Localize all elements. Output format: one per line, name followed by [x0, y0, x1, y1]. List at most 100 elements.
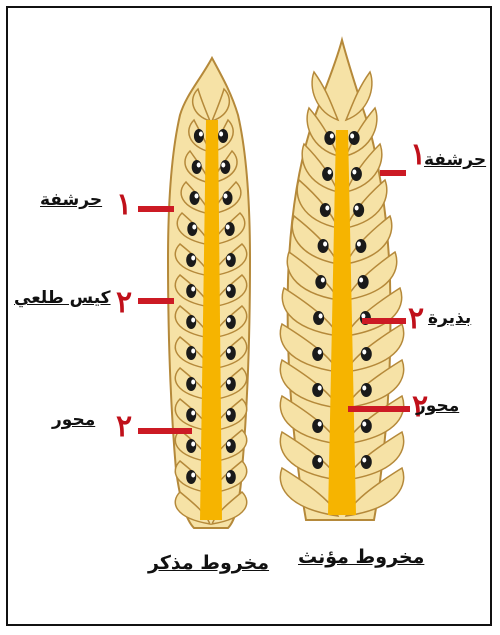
pollen-sac-highlight: [221, 163, 225, 168]
pollen-sac: [186, 315, 196, 329]
pollen-sac: [186, 408, 196, 422]
pollen-sac-highlight: [227, 380, 231, 385]
pollen-sac: [226, 253, 236, 267]
ovule-highlight: [357, 242, 361, 247]
pollen-sac-highlight: [219, 132, 223, 137]
male-cone: [168, 58, 250, 528]
pollen-sac-highlight: [227, 256, 231, 261]
pollen-sac-highlight: [227, 473, 231, 478]
pollen-sac-highlight: [191, 256, 195, 261]
ovule: [312, 455, 323, 469]
pollen-sac: [226, 346, 236, 360]
ovule: [361, 455, 372, 469]
pollen-sac-highlight: [191, 349, 195, 354]
female-cone: [280, 40, 403, 520]
label-male-scale: حرشفة: [40, 190, 102, 210]
pollen-sac-highlight: [191, 318, 195, 323]
ovule-highlight: [355, 206, 359, 211]
pointer-line-male-pollen-sac: [138, 298, 174, 304]
ovule-highlight: [330, 134, 334, 139]
ovule: [349, 131, 360, 145]
ovule-highlight: [328, 170, 332, 175]
pollen-sac: [220, 160, 230, 174]
pollen-sac: [192, 160, 202, 174]
pollen-sac-highlight: [226, 225, 230, 230]
ovule: [322, 167, 333, 181]
pollen-sac: [226, 408, 236, 422]
pollen-sac: [186, 346, 196, 360]
ovule-highlight: [350, 134, 354, 139]
pollen-sac: [190, 191, 200, 205]
male-cone-title: مخروط مذكر: [148, 552, 269, 574]
ovule: [318, 239, 329, 253]
ovule-highlight: [352, 170, 356, 175]
pollen-sac: [226, 377, 236, 391]
pollen-sac-highlight: [191, 442, 195, 447]
ovule: [361, 419, 372, 433]
pollen-sac: [218, 129, 228, 143]
label-female-ovule: بذيرة: [428, 308, 471, 328]
pollen-sac-highlight: [191, 473, 195, 478]
number-male-scale: ١: [116, 190, 132, 220]
number-female-ovule: ٢: [408, 304, 424, 334]
ovule-highlight: [318, 350, 322, 355]
ovule: [312, 347, 323, 361]
ovule-highlight: [362, 386, 366, 391]
pollen-sac-highlight: [227, 411, 231, 416]
pollen-sac: [226, 470, 236, 484]
pointer-line-female-axis: [348, 406, 410, 412]
ovule-highlight: [318, 422, 322, 427]
pollen-sac-highlight: [191, 380, 195, 385]
pollen-sac-highlight: [192, 225, 196, 230]
ovule: [361, 347, 372, 361]
pointer-line-female-scale: [380, 170, 406, 176]
pollen-sac: [186, 253, 196, 267]
pollen-sac: [186, 284, 196, 298]
ovule: [312, 419, 323, 433]
label-female-axis: محور: [416, 396, 459, 416]
pollen-sac-highlight: [227, 442, 231, 447]
ovule: [358, 275, 369, 289]
pollen-sac: [225, 222, 235, 236]
pollen-sac: [226, 439, 236, 453]
ovule: [312, 383, 323, 397]
pollen-sac-highlight: [197, 163, 201, 168]
pollen-sac-highlight: [191, 287, 195, 292]
ovule-highlight: [359, 278, 363, 283]
label-male-axis: محور: [52, 410, 95, 430]
pointer-line-female-ovule: [362, 318, 406, 324]
ovule: [361, 383, 372, 397]
female-cone-title: مخروط مؤنث: [298, 546, 424, 568]
number-male-pollen-sac: ٢: [116, 288, 132, 318]
pollen-sac: [186, 470, 196, 484]
ovule: [320, 203, 331, 217]
ovule-highlight: [362, 350, 366, 355]
ovule-highlight: [361, 314, 365, 319]
pollen-sac: [194, 129, 204, 143]
pollen-sac-highlight: [191, 411, 195, 416]
ovule-highlight: [318, 458, 322, 463]
pollen-sac-highlight: [199, 132, 203, 137]
ovule: [313, 311, 324, 325]
pointer-line-male-axis: [138, 428, 192, 434]
pollen-sac-highlight: [227, 287, 231, 292]
pollen-sac-highlight: [195, 194, 199, 199]
ovule: [351, 167, 362, 181]
ovule-highlight: [362, 422, 366, 427]
ovule-highlight: [319, 314, 323, 319]
pollen-sac: [223, 191, 233, 205]
pollen-sac: [226, 284, 236, 298]
pollen-sac: [186, 377, 196, 391]
ovule-highlight: [321, 278, 325, 283]
label-male-pollen-sac: كيس طلعي: [14, 288, 111, 308]
ovule: [324, 131, 335, 145]
pollen-sac-highlight: [224, 194, 228, 199]
ovule-highlight: [362, 458, 366, 463]
ovule-highlight: [325, 206, 329, 211]
ovule-highlight: [323, 242, 327, 247]
ovule: [315, 275, 326, 289]
pollen-sac-highlight: [227, 318, 231, 323]
pointer-line-male-scale: [138, 206, 174, 212]
number-male-axis: ٢: [116, 412, 132, 442]
